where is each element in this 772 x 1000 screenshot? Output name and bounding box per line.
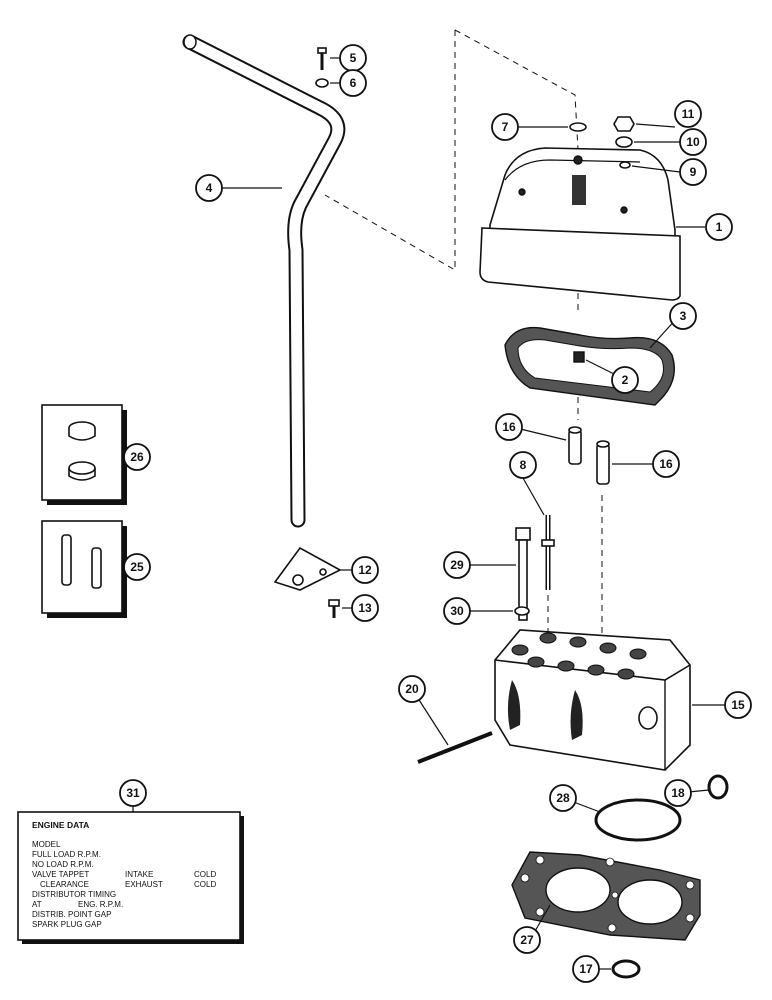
callout-2: 2 <box>611 366 639 394</box>
plate-line-point-gap: DISTRIB. POINT GAP <box>32 910 111 919</box>
leader-lines <box>132 57 735 970</box>
nut <box>613 116 635 132</box>
svg-text:1: 1 <box>716 220 723 234</box>
callout-20: 20 <box>398 675 426 703</box>
callout-5: 5 <box>339 44 367 72</box>
callout-12: 12 <box>351 556 379 584</box>
plate-cold-exhaust: COLD <box>194 880 216 889</box>
callout-18: 18 <box>664 779 692 807</box>
plate-line-no-load: NO LOAD R.P.M. <box>32 860 94 869</box>
callout-27: 27 <box>513 926 541 954</box>
plate-cold-intake: COLD <box>194 870 216 879</box>
svg-text:2: 2 <box>622 373 629 387</box>
bolt-washer <box>514 606 530 616</box>
svg-text:20: 20 <box>405 682 419 696</box>
rocker-cover <box>479 147 681 301</box>
dashed-line-stud <box>547 375 603 640</box>
stud <box>541 515 555 590</box>
callout-30: 30 <box>443 597 471 625</box>
callout-3: 3 <box>669 302 697 330</box>
kit-box-26 <box>41 404 127 505</box>
svg-text:8: 8 <box>520 458 527 472</box>
svg-text:31: 31 <box>126 786 140 800</box>
head-bolt <box>515 527 531 621</box>
washer-10 <box>615 136 633 148</box>
callout-17: 17 <box>572 955 600 983</box>
plate-line-model: MODEL <box>32 840 61 849</box>
svg-text:12: 12 <box>358 563 372 577</box>
svg-text:4: 4 <box>206 181 213 195</box>
callout-16b: 16 <box>652 450 680 478</box>
svg-text:25: 25 <box>130 560 144 574</box>
svg-text:6: 6 <box>350 76 357 90</box>
kit-box-25 <box>41 520 127 618</box>
callout-13: 13 <box>351 594 379 622</box>
svg-text:16: 16 <box>502 420 516 434</box>
plate-line-clearance: CLEARANCE <box>40 880 89 889</box>
expansion-plug <box>611 959 641 979</box>
svg-text:7: 7 <box>502 120 509 134</box>
callout-15: 15 <box>724 691 752 719</box>
callout-25: 25 <box>123 553 151 581</box>
svg-text:15: 15 <box>731 698 745 712</box>
plate-col-exhaust: EXHAUST <box>125 880 163 889</box>
valve-guide-b <box>596 440 610 485</box>
svg-text:11: 11 <box>682 107 695 121</box>
svg-text:29: 29 <box>450 558 464 572</box>
callout-6: 6 <box>339 69 367 97</box>
callout-31: 31 <box>119 779 147 807</box>
svg-text:28: 28 <box>556 791 570 805</box>
plug <box>573 351 585 363</box>
plate-line-full-load: FULL LOAD R.P.M. <box>32 850 101 859</box>
seal-washer <box>619 161 631 169</box>
callout-16a: 16 <box>495 413 523 441</box>
svg-text:5: 5 <box>350 51 357 65</box>
svg-text:13: 13 <box>358 601 372 615</box>
plate-title: ENGINE DATA <box>32 820 89 830</box>
svg-text:27: 27 <box>520 933 534 947</box>
cylinder-head <box>494 629 691 771</box>
svg-text:9: 9 <box>690 165 697 179</box>
plate-line-at: AT <box>32 900 42 909</box>
tube-bracket <box>273 546 342 591</box>
svg-text:18: 18 <box>671 786 685 800</box>
svg-text:10: 10 <box>686 135 700 149</box>
screw <box>317 47 327 70</box>
bracket-screw <box>328 599 340 618</box>
plate-line-spark-gap: SPARK PLUG GAP <box>32 920 102 929</box>
o-ring <box>594 798 682 842</box>
callout-29: 29 <box>443 551 471 579</box>
plate-line-valve-tappet: VALVE TAPPET <box>32 870 89 879</box>
head-gasket <box>511 851 701 941</box>
seal-ring <box>707 774 729 800</box>
valve-guide-a <box>568 426 582 465</box>
svg-text:26: 26 <box>130 450 144 464</box>
svg-text:17: 17 <box>579 962 593 976</box>
callout-28: 28 <box>549 784 577 812</box>
plate-line-dist-timing: DISTRIBUTOR TIMING <box>32 890 116 899</box>
plate-col-intake: INTAKE <box>125 870 153 879</box>
callout-26: 26 <box>123 443 151 471</box>
callout-9: 9 <box>679 158 707 186</box>
callout-8: 8 <box>509 451 537 479</box>
svg-text:16: 16 <box>659 457 673 471</box>
washer <box>315 78 329 88</box>
engine-data-plate: ENGINE DATA MODEL FULL LOAD R.P.M. NO LO… <box>17 811 244 944</box>
grommet <box>569 122 587 132</box>
breather-tube <box>182 34 346 528</box>
svg-text:3: 3 <box>680 309 687 323</box>
callout-4: 4 <box>195 174 223 202</box>
dowel-pin <box>417 731 493 764</box>
callout-10: 10 <box>679 128 707 156</box>
callout-11: 11 <box>674 100 702 128</box>
callout-7: 7 <box>491 113 519 141</box>
cover-gasket <box>504 326 675 406</box>
plate-eng-rpm: ENG. R.P.M. <box>78 900 123 909</box>
svg-text:30: 30 <box>450 604 464 618</box>
callout-1: 1 <box>705 213 733 241</box>
